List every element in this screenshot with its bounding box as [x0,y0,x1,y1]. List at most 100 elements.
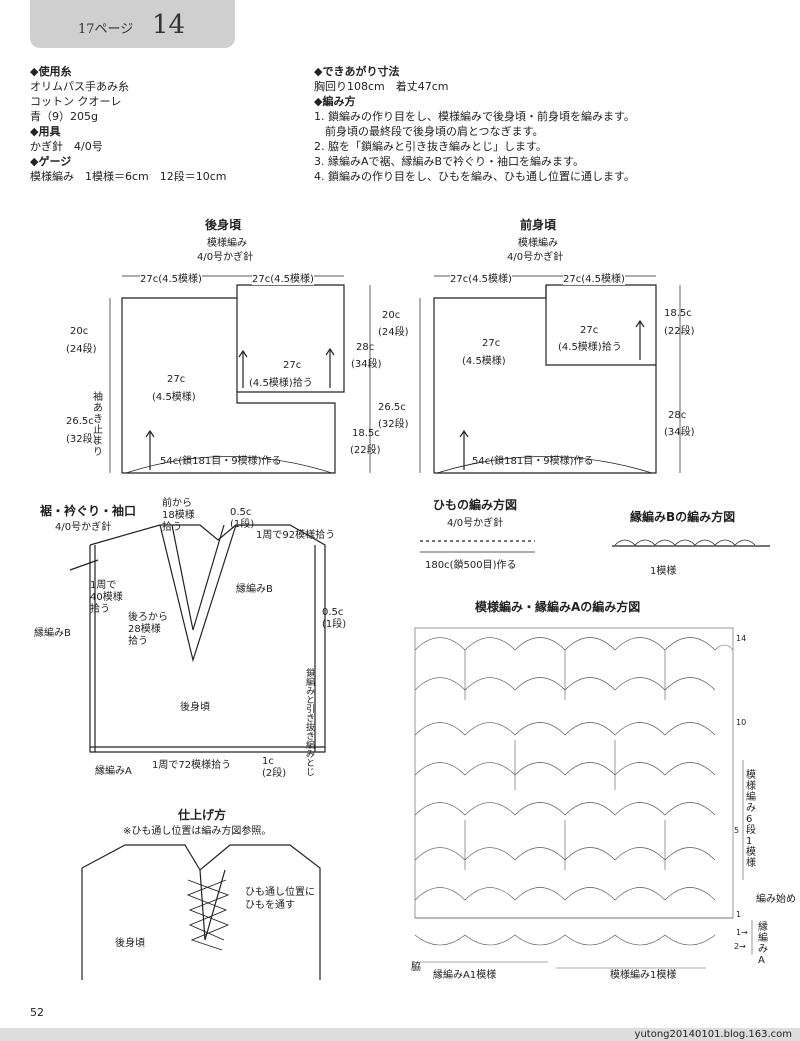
method-step: 3. 縁編みAで裾、縁編みBで衿ぐり・袖口を編みます。 [314,155,584,168]
tool-line: かぎ針 4/0号 [30,140,103,153]
back-r28b: (34段) [351,359,382,370]
front-width-left: 27c(4.5模様) [450,270,512,285]
pattern-right-label: 模様編み6段1模様 [746,770,756,869]
back-r265: 26.5c [378,402,406,413]
finished-heading: ◆できあがり寸法 [314,65,400,78]
front-mid2: (4.5模様) [462,356,506,367]
finished-line: 胸回り108cm 着丈47cm [314,80,449,93]
front-r1: 18.5c [664,308,692,319]
back-r185: 18.5c [352,428,380,439]
method-block: ◆できあがり寸法 胸回り108cm 着丈47cm ◆編み方 1. 鎖編みの作り目… [314,64,635,184]
back-width-left: 27c(4.5模様) [140,270,202,285]
edging-title: 裾・衿ぐり・袖口 [40,504,137,518]
method-step: 1. 鎖編みの作り目をし、模様編みで後身頃・前身頃を編みます。 [314,110,635,123]
front-width-right: 27c(4.5模様) [563,270,625,285]
back-title: 後身頃 [205,218,242,232]
yarn-heading: ◆使用糸 [30,65,72,78]
edgeB-title: 縁編みBの編み方図 [630,510,736,524]
side-label: 脇 [411,962,421,973]
front-r2b: (34段) [664,427,695,438]
row-1: 1 [736,910,742,919]
back-h-top: 20c [70,326,89,337]
cord-length: 180c(鎖500目)作る [425,560,517,571]
back-sub1: 模様編み [207,238,247,249]
method-heading: ◆編み方 [314,95,356,108]
method-step: 4. 鎖編みの作り目をし、ひもを編み、ひも通し位置に通します。 [314,170,635,183]
front-pick2: (4.5模様)拾う [558,342,622,353]
back-neck-w2: (4.5模様) [152,392,196,403]
tool-heading: ◆用具 [30,125,61,138]
c1-label: 1c(2段) [262,756,287,779]
r05-label: 0.5c(1段) [322,607,347,630]
cord-sub: 4/0号かぎ針 [447,518,504,529]
yarn-line: 青（9）205g [30,110,98,123]
back-inner-pick2: (4.5模様)拾う [249,378,313,389]
page-number: 14 [152,10,186,40]
back-r20: 20c [382,310,401,321]
cord-title: ひもの編み方図 [433,498,518,512]
start-label: 編み始め [756,894,796,905]
front-base: 54c(鎖181目・9模様)作る [472,456,594,467]
edgeB-mid: 縁編みB [236,584,273,595]
edgeA-label: 縁編みA [95,766,132,777]
credit: yutong20140101.blog.163.com [634,1029,792,1040]
footer-bar [0,1028,800,1041]
back-h-bottom: 26.5c [66,416,94,427]
back-inner-pick: 27c [283,360,302,371]
back-h-top-rows: (24段) [66,344,97,355]
edgeB-left: 縁編みB [34,628,71,639]
pattern-title: 模様編み・縁編みAの編み方図 [475,600,641,614]
materials-block: ◆使用糸 オリムパス手あみ糸 コットン クオーレ 青（9）205g ◆用具 かぎ… [30,64,227,184]
edging-outline [89,524,326,753]
front-mid: 27c [482,338,501,349]
yarn-line: オリムパス手あみ糸 [30,80,129,93]
finishing-title: 仕上げ方 [178,808,227,822]
back-armhole-label: 袖あき止まり [93,392,103,458]
page-label: 17ページ [78,22,134,37]
front-r2: 28c [668,410,687,421]
c05-label: 0.5c(1段) [230,507,255,530]
edgeA-vertical: 縁編みA [758,922,768,966]
method-step: 2. 脇を「鎖編みと引き抜き編みとじ」します。 [314,140,547,153]
back-width-right: 27c(4.5模様) [252,270,314,285]
back-r20b: (24段) [378,327,409,338]
finishing-outline [81,844,321,980]
a1-label: 1→ [736,928,748,937]
seam-label: 鎖編みと引き抜き編みとじ [306,669,316,778]
front-sub2: 4/0号かぎ針 [507,252,564,263]
a2-label: 2→ [734,942,746,951]
gauge-line: 模様編み 1模様＝6cm 12段＝10cm [30,170,227,183]
back-sub2: 4/0号かぎ針 [197,252,254,263]
finishing-body: 後身頃 [115,938,145,949]
page-tab [30,0,235,48]
back-neck-w: 27c [167,374,186,385]
thread-label: ひも通し位置にひもを通す [245,887,315,911]
around92-label: 1周で92模様拾う [256,530,336,541]
front-sub1: 模様編み [518,238,558,249]
method-step: 前身頃の最終段で後身頃の肩とつなぎます。 [314,125,544,138]
finishing-note: ※ひも通し位置は編み方図参照。 [123,826,272,837]
edgeB-rep: 1模様 [650,566,677,577]
front-title: 前身頃 [520,218,557,232]
page-num: 52 [30,1006,44,1019]
row-5: 5 [734,826,740,835]
front-outline [433,284,657,474]
back-base: 54c(鎖181目・9模様)作る [160,456,282,467]
row-10: 10 [736,718,747,727]
rep-left: 縁編みA1模様 [433,970,497,981]
front-pick: 27c [580,325,599,336]
back-r28: 28c [356,342,375,353]
front-r1b: (22段) [664,326,695,337]
back-r185b: (22段) [350,445,381,456]
yarn-line: コットン クオーレ [30,95,122,108]
back-r265b: (32段) [378,419,409,430]
back-outline [121,284,345,474]
back-h-bottom-rows: (32段) [66,434,97,445]
rep-right: 模様編み1模様 [610,970,677,981]
edging-sub: 4/0号かぎ針 [55,522,112,533]
edging-body: 後身頃 [180,702,210,713]
